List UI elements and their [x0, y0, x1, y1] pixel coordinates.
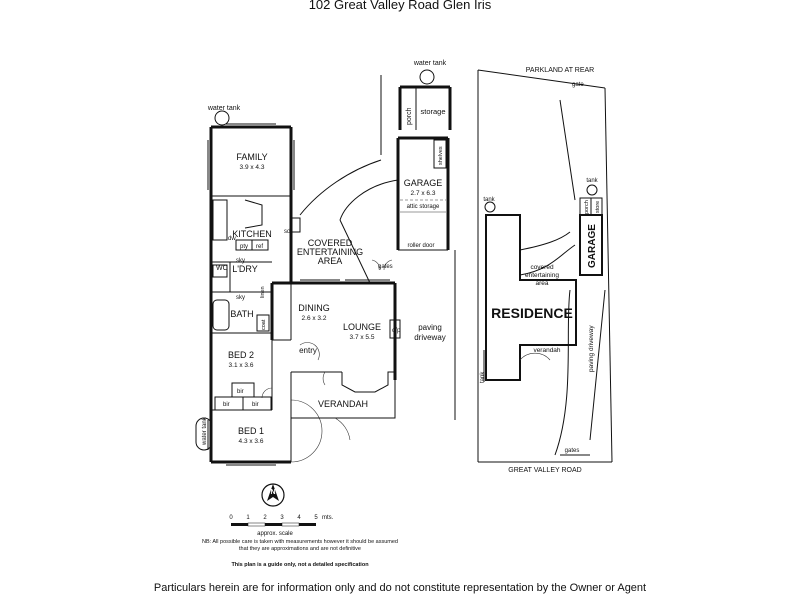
label-driveway: driveway — [414, 333, 446, 342]
site-tank-side: tank — [480, 371, 486, 383]
room-garage: GARAGE — [404, 178, 443, 188]
label-sky: sky — [236, 258, 245, 264]
room-entry: entry — [299, 346, 317, 355]
footer-disclaimer: Particulars herein are for information o… — [153, 582, 647, 594]
site-parkland: PARKLAND AT REAR — [526, 67, 594, 74]
room-family: FAMILY — [236, 152, 267, 162]
scale-bar — [231, 522, 316, 527]
scale-unit: mts. — [322, 515, 334, 521]
label-pty: pty — [240, 244, 248, 250]
garage-walls — [299, 75, 456, 420]
label-dw: dw — [228, 236, 236, 242]
water-tank-side-label: water tank — [202, 416, 208, 446]
room-family-dims: 3.9 x 4.3 — [240, 164, 265, 171]
site-porch: porch — [584, 200, 590, 214]
covered-line2: ENTERTAINING — [297, 247, 363, 257]
label-ref: ref — [256, 244, 263, 250]
label-sd: sd — [284, 229, 290, 235]
label-bir: bir — [237, 389, 244, 395]
covered-line1: COVERED — [308, 238, 353, 248]
scale-tick: 3 — [280, 515, 284, 521]
room-ldry: L'DRY — [232, 264, 258, 274]
room-bath: BATH — [230, 309, 253, 319]
label-roller-door: roller door — [407, 243, 434, 249]
measurement-note: NB: All possible care is taken with meas… — [202, 539, 398, 552]
covered-line3: AREA — [318, 256, 343, 266]
room-lounge: LOUNGE — [343, 322, 381, 332]
water-tank-icon — [214, 110, 230, 126]
label-gates: gates — [378, 264, 393, 270]
house-walls — [195, 123, 401, 466]
label-bir: bir — [223, 402, 230, 408]
site-residence: RESIDENCE — [491, 305, 573, 321]
guide-disclaimer: This plan is a guide only, not a detaile… — [231, 562, 369, 568]
plan-title: 102 Great Valley Road Glen Iris — [308, 0, 492, 12]
site-store: store — [595, 201, 601, 213]
label-shelves: shelves — [438, 146, 444, 165]
label-paving: paving — [418, 323, 442, 332]
label-sky-bath: sky — [236, 295, 245, 301]
scale-tick: 5 — [314, 515, 318, 521]
scale-tick: 0 — [229, 515, 233, 521]
site-verandah: verandah — [533, 347, 560, 354]
water-tank-icon — [419, 69, 435, 85]
room-porch: porch — [406, 107, 413, 125]
room-bed1: BED 1 — [238, 426, 264, 436]
site-road: GREAT VALLEY ROAD — [508, 467, 581, 474]
north-compass-icon: N — [261, 483, 285, 507]
room-bed2-dims: 3.1 x 3.6 — [229, 362, 254, 369]
label-bir: bir — [252, 402, 259, 408]
site-covered-1: covered — [530, 264, 554, 271]
scale-tick: 2 — [263, 515, 267, 521]
site-paving-driveway: paving driveway — [588, 325, 595, 372]
room-verandah: VERANDAH — [318, 399, 368, 409]
room-dining: DINING — [298, 303, 330, 313]
site-gates: gates — [565, 448, 580, 454]
site-tank: tank — [483, 197, 495, 203]
scale-tick: 4 — [297, 515, 301, 521]
site-covered-3: area — [535, 280, 548, 287]
site-tank: tank — [586, 178, 598, 184]
room-dining-dims: 2.6 x 3.2 — [302, 315, 327, 322]
scale-tick: 1 — [246, 515, 250, 521]
scale-label: approx. scale — [257, 531, 293, 537]
room-storage: storage — [420, 107, 445, 116]
site-plan — [477, 69, 613, 463]
room-kitchen: KITCHEN — [232, 229, 272, 239]
water-tank-label: water tank — [207, 105, 241, 112]
label-wc: WC — [216, 265, 228, 272]
room-bed2: BED 2 — [228, 350, 254, 360]
label-attic-storage: attic storage — [407, 204, 440, 210]
water-tank-label: water tank — [413, 60, 447, 67]
site-gate: gate — [572, 82, 584, 88]
room-lounge-dims: 3.7 x 5.5 — [350, 334, 375, 341]
label-coat: coat — [261, 319, 267, 330]
compass-letter: N — [270, 489, 275, 496]
site-garage: GARAGE — [587, 224, 598, 268]
site-covered-2: entertaining — [525, 272, 559, 279]
label-ofp: ofp — [392, 328, 401, 334]
label-linen: linen — [260, 286, 266, 298]
room-garage-dims: 2.7 x 6.3 — [411, 190, 436, 197]
room-bed1-dims: 4.3 x 3.6 — [239, 438, 264, 445]
